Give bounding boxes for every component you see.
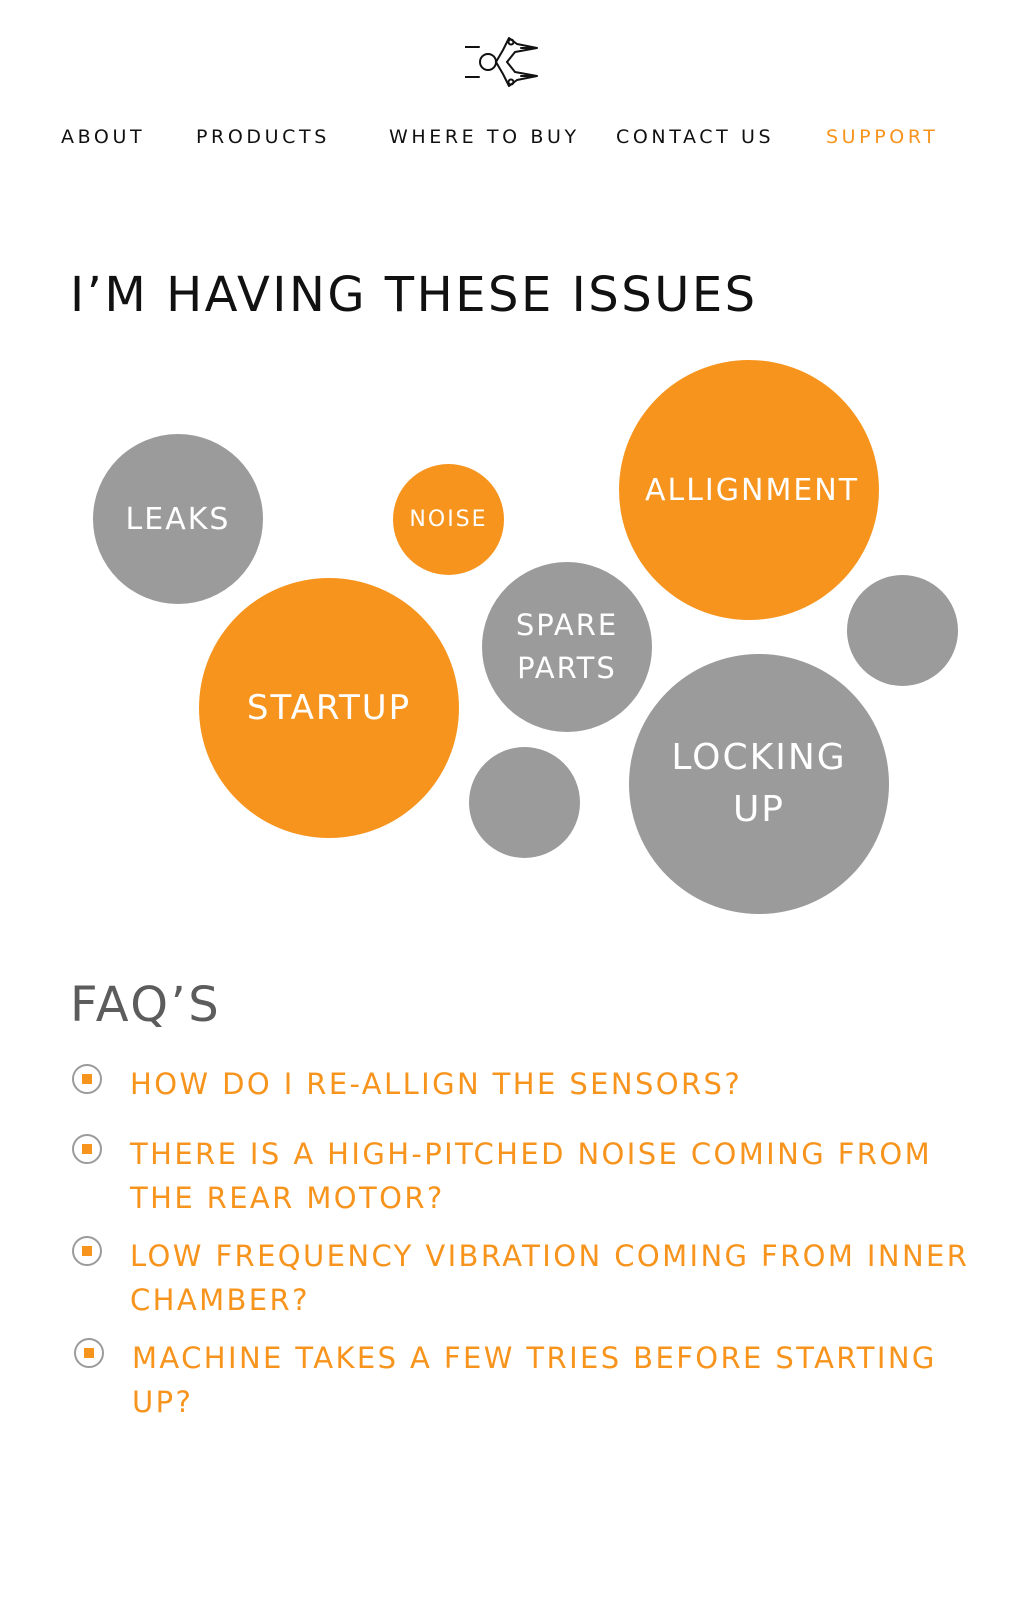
bubble-startup[interactable]: STARTUP [199,578,459,838]
logo[interactable] [464,32,545,92]
faq-question: HOW DO I RE-ALLIGN THE SENSORS? [130,1067,743,1101]
faq-title: FAQ’S [70,977,222,1033]
bullet-icon [72,1236,102,1266]
bubble-spare-parts[interactable]: SPARE PARTS [482,562,652,732]
nav-contact-us[interactable]: CONTACT US [616,126,775,148]
bubble-empty [847,575,958,686]
bubble-allignment[interactable]: ALLIGNMENT [619,360,879,620]
bubble-label: STARTUP [246,688,412,728]
bullet-icon [72,1064,102,1094]
bubble-noise[interactable]: NOISE [393,464,504,575]
bubble-label: NOISE [409,507,488,532]
nav-about[interactable]: ABOUT [61,126,146,148]
nav-support[interactable]: SUPPORT [826,126,939,148]
bubble-label: LOCKING UP [671,737,847,830]
bubble-leaks[interactable]: LEAKS [93,434,263,604]
bubble-label: ALLIGNMENT [644,472,860,508]
nav-where-to-buy[interactable]: WHERE TO BUY [389,126,580,148]
faq-question: LOW FREQUENCY VIBRATION COMING FROM INNE… [130,1239,970,1317]
bullet-icon [72,1134,102,1164]
bubble-locking-up[interactable]: LOCKING UP [629,654,889,914]
gripper-icon [464,37,538,87]
bullet-icon [74,1338,104,1368]
faq-question: THERE IS A HIGH-PITCHED NOISE COMING FRO… [130,1137,932,1215]
bubble-empty [469,747,580,858]
bubble-label: LEAKS [125,501,231,537]
page-title: I’M HAVING THESE ISSUES [70,267,758,323]
faq-question: MACHINE TAKES A FEW TRIES BEFORE STARTIN… [132,1341,937,1419]
nav-products[interactable]: PRODUCTS [196,126,330,148]
bubble-label: SPARE PARTS [515,608,619,685]
